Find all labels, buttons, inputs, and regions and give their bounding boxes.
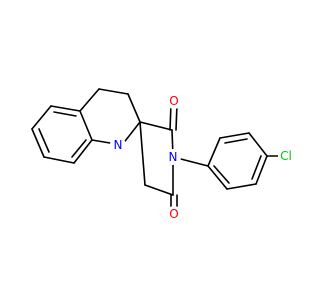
label-bg: [166, 93, 182, 109]
bond: [207, 137, 221, 167]
bond: [73, 139, 93, 164]
bond: [31, 105, 52, 130]
chlorophenyl-fragment: [207, 132, 280, 190]
bond: [219, 132, 250, 139]
double-bond: [53, 111, 77, 117]
label-bg: [166, 206, 182, 222]
bond: [31, 128, 45, 158]
double-bond: [213, 165, 230, 184]
bond: [139, 121, 173, 131]
amine-nitrogen-label: N: [114, 138, 123, 152]
label-bg: [165, 149, 181, 165]
bond: [79, 88, 100, 112]
bond: [248, 132, 268, 157]
double-bond: [251, 155, 262, 180]
chlorine-label: Cl: [280, 149, 292, 163]
double-bond: [71, 139, 87, 158]
bond: [226, 183, 257, 190]
bond: [255, 155, 268, 185]
bond: [79, 110, 93, 141]
carbonyl-oxygen-top-label: O: [169, 94, 178, 108]
double-bond: [224, 138, 248, 144]
bond: [127, 93, 141, 123]
atom-labels: N N O O Cl: [110, 93, 296, 222]
double-bond: [38, 128, 50, 153]
bond: [98, 88, 129, 95]
imide-nitrogen-label: N: [169, 150, 178, 164]
molecule-diagram: N N O O Cl: [0, 0, 300, 300]
diagram-background: [0, 0, 300, 300]
bond: [207, 165, 228, 190]
bond: [144, 184, 174, 196]
bond: [50, 105, 81, 112]
bond: [43, 156, 75, 164]
label-bg: [278, 148, 296, 164]
label-bg: [110, 137, 126, 153]
bond: [139, 121, 146, 186]
carbonyl-oxygen-bottom-label: O: [169, 207, 178, 221]
